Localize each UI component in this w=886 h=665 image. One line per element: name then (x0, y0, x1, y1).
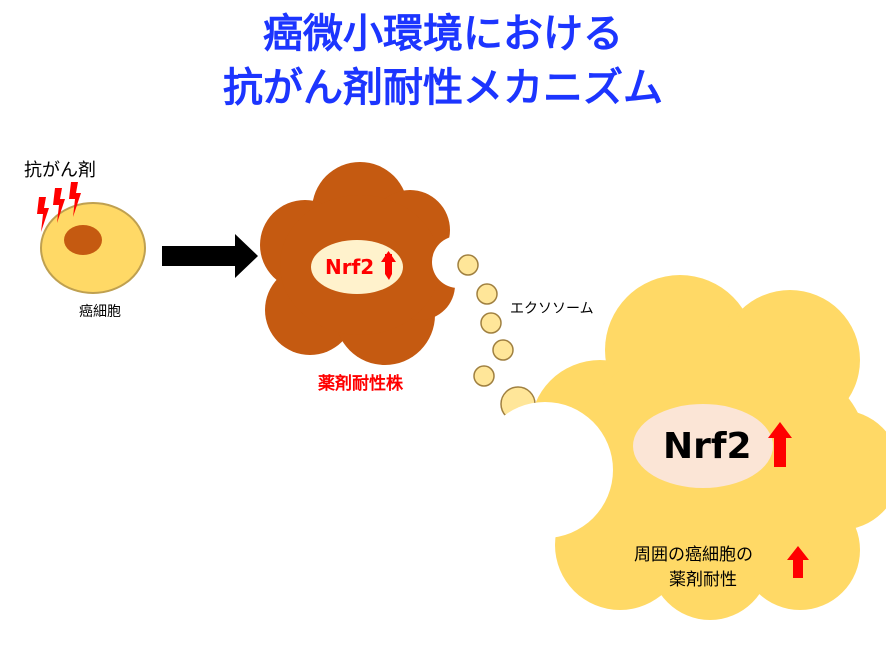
drug-label: 抗がん剤 (24, 160, 96, 181)
exosome (480, 312, 502, 334)
exosome (457, 254, 479, 276)
exosome (476, 283, 498, 305)
lightning-bolt-icon (37, 182, 81, 232)
resistant-strain-label: 薬剤耐性株 (318, 374, 403, 394)
exosome (473, 365, 495, 387)
surrounding-resistance-line-2: 薬剤耐性 (669, 570, 737, 590)
exosome-label: エクソソーム (510, 301, 594, 317)
resistant-cell-nucleus (311, 240, 403, 294)
surrounding-resistance-line-1: 周囲の癌細胞の (634, 545, 753, 565)
exosome-uptake-notch (477, 402, 613, 538)
cancer-cell (40, 202, 146, 294)
arrow-up-icon (381, 251, 396, 280)
exosome (492, 339, 514, 361)
arrow-up-icon (787, 546, 809, 578)
cancer-cell-label: 癌細胞 (79, 304, 121, 320)
arrow-up-icon (768, 422, 792, 467)
title-line-2: 抗がん剤耐性メカニズム (223, 65, 663, 111)
cancer-cell-nucleus (64, 225, 102, 255)
surrounding-cancer-cell (530, 275, 886, 620)
surrounding-cell-nucleus (633, 404, 773, 488)
arrow-right-icon (162, 234, 258, 278)
nrf2-small-label: Nrf2 (325, 255, 375, 279)
nrf2-large-label: Nrf2 (663, 426, 752, 467)
title-line-1: 癌微小環境における (263, 11, 623, 57)
resistant-cell (260, 162, 455, 365)
